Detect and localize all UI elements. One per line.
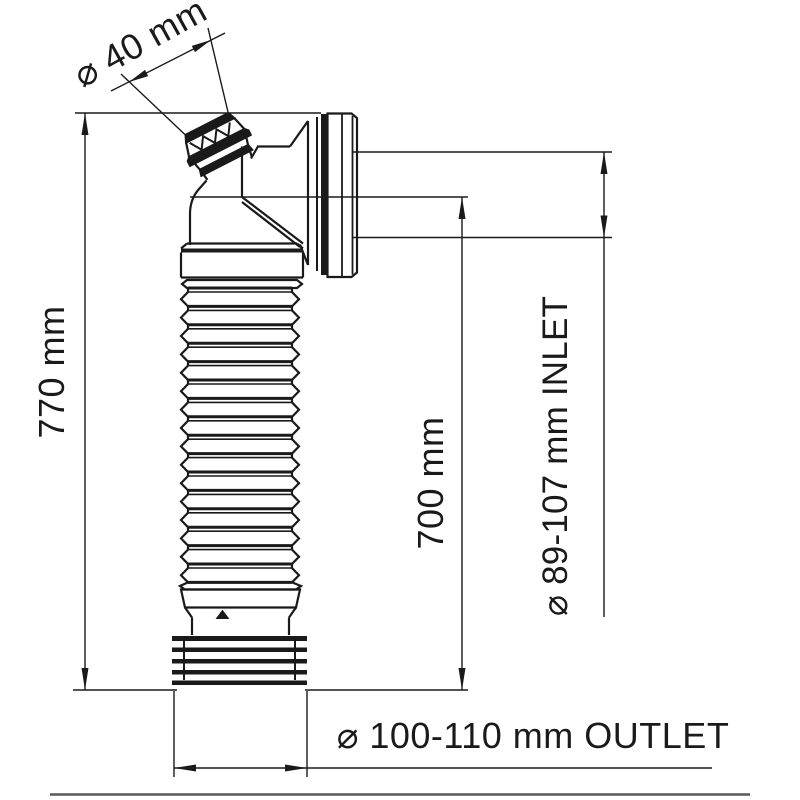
outlet-shoulder (184, 606, 297, 619)
extension-line (207, 27, 229, 113)
dimension-inlet-diameter: ⌀ 89-107 mm INLET (353, 151, 612, 617)
elbow-chamfer-lines (241, 196, 304, 248)
arrowhead-up (458, 197, 466, 219)
arrowhead-down (458, 668, 466, 690)
dimension-700mm: 700 mm (190, 196, 468, 691)
mold-mark-icon (215, 609, 230, 619)
fin (172, 670, 307, 675)
bellows-ridge-lines-thin (188, 291, 292, 569)
arrowhead (191, 40, 211, 53)
collar-top-band (180, 242, 304, 250)
nut-face-rim (184, 111, 237, 145)
collar-block (179, 252, 305, 279)
nut-body-sides (185, 117, 246, 158)
elbow-top-edge (250, 145, 290, 160)
bellows (179, 286, 301, 584)
dimension-40mm: ⌀ 40 mm (67, 0, 229, 137)
nut-lower-band (198, 143, 254, 178)
threaded-nut-40mm (184, 111, 254, 181)
fin (172, 680, 307, 685)
socket-seal-band (321, 114, 328, 275)
upper-collar (179, 242, 305, 290)
elbow-left-edge (188, 179, 208, 245)
label-outlet-diameter: ⌀ 100-110 mm OUTLET (337, 715, 730, 756)
fin (172, 647, 307, 652)
bellows-ridge-lines-thick (188, 286, 292, 584)
outlet-collar-block (179, 588, 302, 609)
label-inlet-height: 700 mm (410, 416, 451, 549)
label-top-diameter: ⌀ 40 mm (67, 0, 214, 95)
nut-base-band (186, 127, 253, 168)
inlet-socket (289, 112, 359, 279)
arrowhead-left (174, 764, 196, 772)
nut-neck-sides (193, 136, 250, 171)
fin (172, 636, 307, 641)
bellows-right-profile (290, 288, 301, 584)
outlet-neck (190, 617, 291, 635)
outlet-assembly (172, 581, 307, 685)
arrowhead-down (600, 215, 608, 238)
collar-hex-band (180, 278, 304, 290)
arrowhead-up (600, 152, 608, 174)
arrowhead-down (81, 668, 89, 690)
dimension-outlet-diameter: ⌀ 100-110 mm OUTLET (173, 691, 730, 777)
bellows-left-profile (179, 288, 190, 584)
label-inlet-diameter: ⌀ 89-107 mm INLET (536, 296, 575, 616)
elbow-body (188, 145, 304, 248)
arrowhead-right (285, 764, 307, 772)
extension-line (120, 73, 187, 137)
outlet-seal-fins (172, 636, 307, 685)
socket-flange (326, 112, 359, 279)
collar-heavy-line (181, 248, 303, 253)
arrowhead-up (81, 113, 89, 135)
dimension-770mm: 770 mm (31, 112, 321, 691)
fin (172, 659, 307, 664)
socket-flange-inner-lines (341, 113, 354, 277)
label-overall-height: 770 mm (31, 305, 72, 438)
arrowhead (129, 69, 149, 82)
